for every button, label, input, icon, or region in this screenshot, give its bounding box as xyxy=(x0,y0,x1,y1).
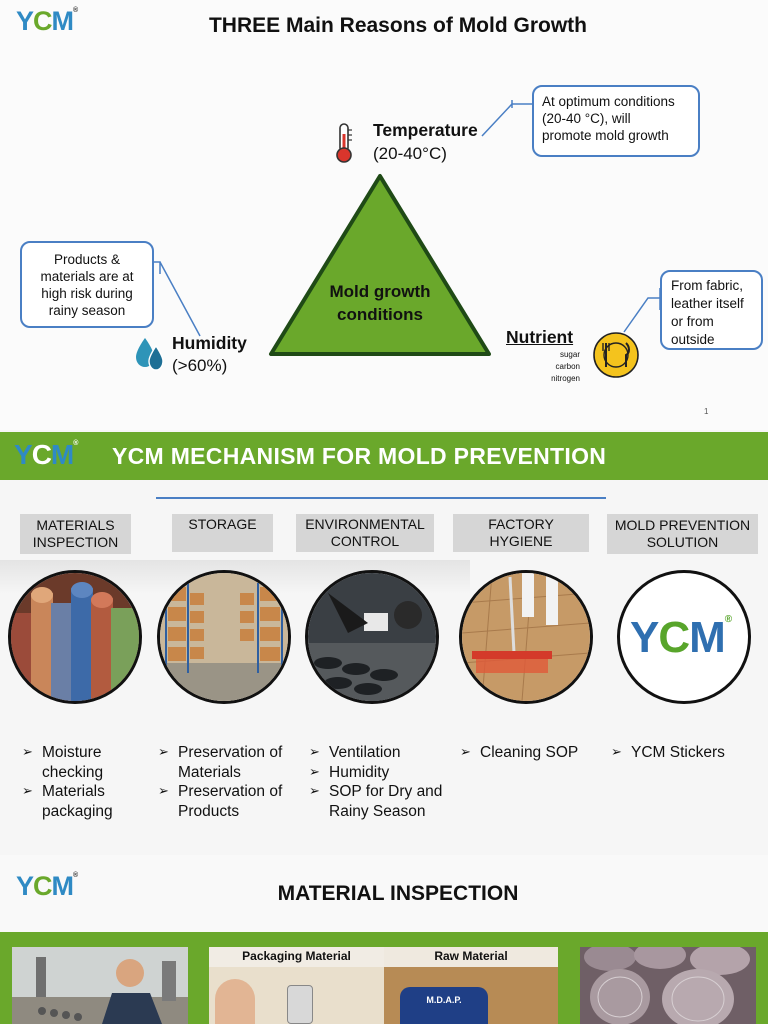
page-number: 1 xyxy=(704,407,709,416)
callout-nutrient: From fabric, leather itself or from outs… xyxy=(660,270,763,350)
bullet-item: Preservation of Materials xyxy=(158,743,298,782)
packaging-material-panel: Packaging Material xyxy=(209,947,384,1024)
triangle-label: Mold growth conditions xyxy=(329,282,431,324)
humidity-title: Humidity xyxy=(172,333,247,353)
bullet-item: Humidity xyxy=(309,763,459,783)
nutrient-examples: sugar carbon nitrogen xyxy=(551,350,580,383)
slide-title: YCM MECHANISM FOR MOLD PREVENTION xyxy=(112,443,607,469)
packaging-material-label: Packaging Material xyxy=(242,949,351,963)
mdap-device: M.D.A.P. xyxy=(400,987,488,1024)
bullet-item: YCM Stickers xyxy=(611,743,761,763)
warehouse-storage-photo xyxy=(157,570,291,704)
thermometer-icon xyxy=(336,123,352,163)
bullets-materials-inspection: Moisture checking Materials packaging xyxy=(22,743,132,821)
callout-connector xyxy=(154,261,201,337)
bullets-mold-prevention-solution: YCM Stickers xyxy=(611,743,761,763)
factory-worker-photo xyxy=(12,947,188,1024)
nutrient-title: Nutrient xyxy=(506,327,574,347)
bullet-item: Materials packaging xyxy=(22,782,132,821)
moisture-meter xyxy=(287,985,313,1024)
bullet-item: Cleaning SOP xyxy=(460,743,600,763)
bullets-storage: Preservation of Materials Preservation o… xyxy=(158,743,298,821)
hand-shape xyxy=(215,979,255,1024)
raw-material-panel: Raw Material M.D.A.P. xyxy=(384,947,558,1024)
bullet-item: Moisture checking xyxy=(22,743,132,782)
ycm-logo: YCM® xyxy=(14,439,78,470)
bullet-item: SOP for Dry and Rainy Season xyxy=(309,782,459,821)
temperature-value: (20-40°C) xyxy=(373,144,447,163)
raw-material-label: Raw Material xyxy=(434,949,508,963)
mold-conditions-triangle xyxy=(269,174,491,356)
label-strip xyxy=(384,947,558,967)
ycm-logo: YCM® xyxy=(16,871,78,901)
measurement-photo: Packaging Material Raw Material M.D.A.P. xyxy=(209,947,558,1024)
bullet-item: Ventilation xyxy=(309,743,459,763)
ycm-logo: YCM® xyxy=(630,613,732,662)
water-drops-icon xyxy=(136,338,164,371)
category-storage: STORAGE xyxy=(172,514,273,552)
slide-material-inspection: YCM® MATERIAL INSPECTION Packaging Mater… xyxy=(0,855,768,1024)
bullets-environmental-control: Ventilation Humidity SOP for Dry and Rai… xyxy=(309,743,459,821)
production-line-photo xyxy=(305,570,439,704)
slide-mold-growth-reasons: YCM® THREE Main Reasons of Mold Growth M… xyxy=(0,0,768,430)
divider-line xyxy=(156,497,606,499)
callout-temperature: At optimum conditions (20-40 °C), will p… xyxy=(532,85,700,157)
ycm-logo: YCM® xyxy=(16,6,78,36)
header-bar xyxy=(0,432,768,480)
ycm-logo-circle: YCM® xyxy=(617,570,751,704)
slide-mold-prevention: YCM® YCM MECHANISM FOR MOLD PREVENTION M… xyxy=(0,432,768,852)
fork-knife-plate-icon xyxy=(593,332,639,378)
callout-humidity: Products & materials are at high risk du… xyxy=(20,241,154,328)
callout-connector xyxy=(481,100,534,137)
slide-title: THREE Main Reasons of Mold Growth xyxy=(208,14,587,37)
floor-mopping-photo xyxy=(459,570,593,704)
slide-title: MATERIAL INSPECTION xyxy=(277,882,519,905)
humidity-value: (>60%) xyxy=(172,356,228,375)
bullet-item: Preservation of Products xyxy=(158,782,298,821)
device-label: M.D.A.P. xyxy=(426,995,462,1005)
fabric-rolls-photo xyxy=(580,947,756,1024)
leather-rolls-photo xyxy=(8,570,142,704)
bullets-factory-hygiene: Cleaning SOP xyxy=(460,743,600,763)
temperature-title: Temperature xyxy=(373,120,478,140)
